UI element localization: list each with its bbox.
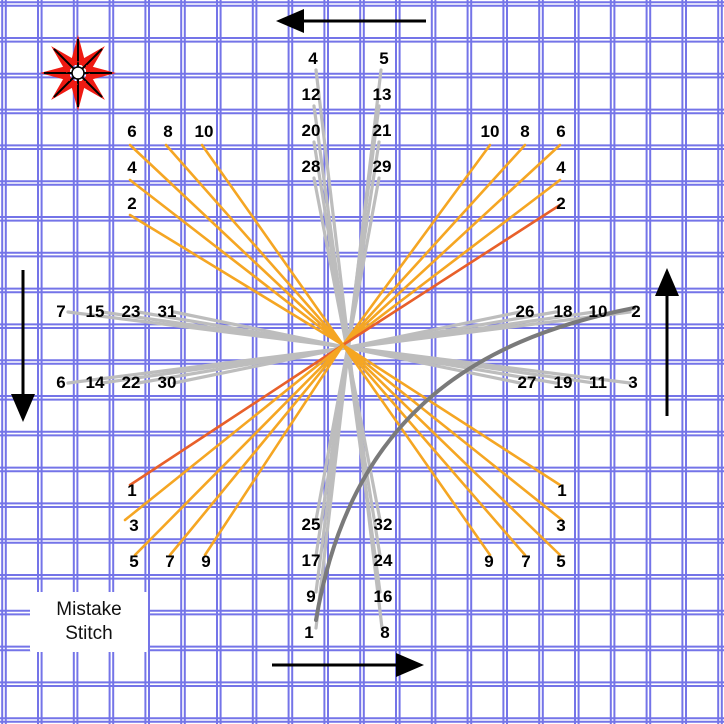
stitch-number: 4 [127,158,137,177]
stitch-number: 8 [163,122,172,141]
thread-line [341,143,527,347]
stitch-number: 9 [484,552,493,571]
arrow-down-icon [11,270,35,422]
stitch-number: 9 [306,587,315,606]
stitch-number: 2 [556,194,565,213]
mistake-stitch-label: Mistake Stitch [30,592,148,652]
stitch-number: 16 [374,587,393,606]
thread-line [341,343,492,557]
stitch-number: 3 [628,373,637,392]
stitch-number: 12 [302,85,321,104]
mistake-label-line1: Mistake [56,599,122,620]
stitch-number: 3 [129,516,138,535]
stitch-number: 1 [127,481,136,500]
arrow-up-icon [655,268,679,416]
thread-line [123,343,345,522]
stitch-number: 29 [373,157,392,176]
stitch-number: 32 [374,515,393,534]
mistake-stitch-line [314,306,636,622]
star-motif-icon [40,35,116,111]
stitch-number: 23 [122,302,141,321]
stitch-number: 15 [86,302,105,321]
stitch-number: 9 [201,552,210,571]
arrow-right-icon [272,653,424,677]
stitch-number: 11 [589,373,607,392]
stitch-number: 26 [516,302,535,321]
stitch-number: 21 [373,121,392,140]
stitch-number: 14 [86,373,105,392]
stitch-number: 13 [373,85,392,104]
stitch-number: 28 [302,157,321,176]
stitch-number-labels: 4 12 20 28 5 13 21 29 25 17 9 1 32 24 16… [56,49,640,642]
stitch-number: 7 [521,552,530,571]
stitch-number: 25 [302,515,321,534]
thread-line [341,143,492,347]
stitch-number: 10 [589,302,608,321]
thread-line [341,343,564,522]
stitch-number: 22 [122,373,141,392]
thread-line [168,343,345,557]
thread-line [128,343,345,487]
stitch-number: 10 [195,122,214,141]
stitch-number: 7 [165,552,174,571]
thread-line [341,143,562,347]
stitch-number: 5 [556,552,565,571]
thread-line [341,203,562,347]
thread-lines [66,68,636,630]
stitch-number: 8 [520,122,529,141]
thread-line [133,343,345,557]
thread-line [164,143,345,347]
thread-line [128,178,345,347]
stitch-number: 6 [127,122,136,141]
stitch-number: 18 [554,302,573,321]
stitch-number: 30 [158,373,177,392]
thread-line [341,343,562,487]
stitch-number: 2 [127,194,136,213]
stitch-number: 31 [158,302,177,321]
stitch-number: 2 [631,302,640,321]
thread-line [341,343,562,557]
arrow-left-icon [276,9,426,33]
stitch-number: 5 [379,49,388,68]
stitch-number: 6 [556,122,565,141]
thread-line [341,343,527,557]
stitch-number: 20 [302,121,321,140]
stitch-number: 19 [554,373,573,392]
stitch-number: 4 [308,49,318,68]
stitch-number: 10 [481,122,500,141]
stitch-number: 4 [556,158,566,177]
thread-line [128,213,345,347]
mistake-label-line2: Stitch [65,623,113,644]
thread-line [203,343,345,557]
stitch-number: 7 [56,302,65,321]
stitch-number: 1 [304,623,313,642]
thread-line [128,143,345,347]
stitch-number: 6 [56,373,65,392]
stitch-number: 24 [374,551,393,570]
stitch-number: 17 [302,551,321,570]
thread-line [200,143,345,347]
stitch-number: 27 [518,373,537,392]
thread-line [341,178,562,347]
stitch-number: 8 [380,623,389,642]
stitch-number: 5 [129,552,138,571]
stitch-number: 3 [556,516,565,535]
stitch-number: 1 [557,481,566,500]
